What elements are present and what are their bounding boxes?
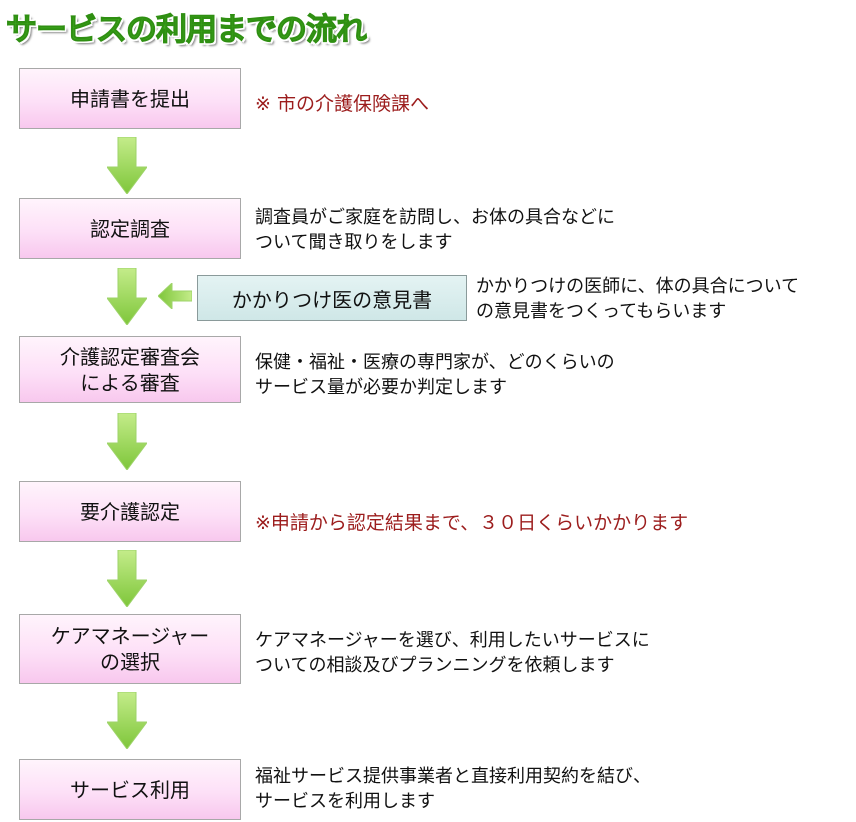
down-arrow-icon [107,550,147,607]
step-survey-label: 認定調査 [90,216,170,241]
step-review-label: 介護認定審査会 による審査 [60,344,200,395]
doctor-opinion-description: かかりつけの医師に、体の具合について の意見書をつくってもらいます [476,276,800,322]
step-care-manager-label: ケアマネージャー の選択 [50,624,210,674]
step-care-manager: ケアマネージャー の選択 [19,614,241,684]
review-description: 保健・福祉・医療の専門家が、どのくらいの サービス量が必要か判定します [255,352,615,398]
down-arrow-icon [107,268,147,325]
down-arrow-icon [107,137,147,194]
step-certification: 要介護認定 [19,481,241,542]
service-use-description: 福祉サービス提供事業者と直接利用契約を結び、 サービスを利用します [255,766,651,812]
step-application: 申請書を提出 [19,68,241,129]
step-application-label: 申請書を提出 [70,86,190,111]
step-survey: 認定調査 [19,198,241,259]
doctor-opinion-label: かかりつけ医の意見書 [231,287,433,312]
care-manager-description: ケアマネージャーを選び、利用したいサービスに ついての相談及びプランニングを依頼… [255,630,650,676]
down-arrow-icon [107,413,147,470]
doctor-opinion-box: かかりつけ医の意見書 [197,275,467,321]
step-certification-label: 要介護認定 [80,499,180,524]
step-review: 介護認定審査会 による審査 [19,336,241,403]
step-service-use-label: サービス利用 [70,777,190,802]
step-service-use: サービス利用 [19,759,241,820]
page-title: サービスの利用までの流れ [6,12,368,49]
survey-description: 調査員がご家庭を訪問し、お体の具合などに ついて聞き取りをします [255,207,615,253]
duration-note: ※申請から認定結果まで、３０日くらいかかります [255,512,689,534]
application-note: ※ 市の介護保険課へ [255,93,429,115]
left-arrow-icon [158,283,192,309]
down-arrow-icon [107,692,147,749]
